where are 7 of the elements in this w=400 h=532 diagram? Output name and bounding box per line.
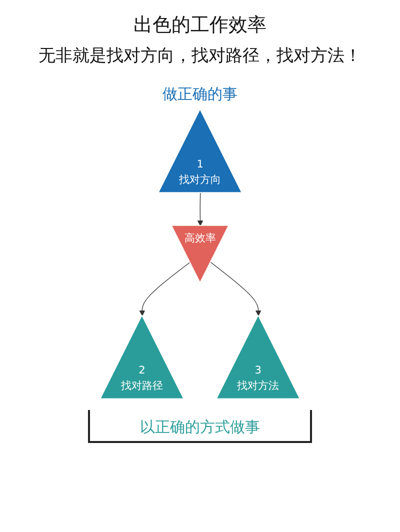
top-caption: 做正确的事 (162, 85, 238, 104)
subtitle: 无非就是找对方向，找对路径，找对方法！ (38, 45, 362, 67)
title: 出色的工作效率 (132, 13, 268, 38)
arrow (139, 262, 190, 316)
bracket-caption: 以正确的方式做事 (88, 410, 312, 443)
arrow (197, 192, 204, 226)
arrow (210, 262, 262, 316)
